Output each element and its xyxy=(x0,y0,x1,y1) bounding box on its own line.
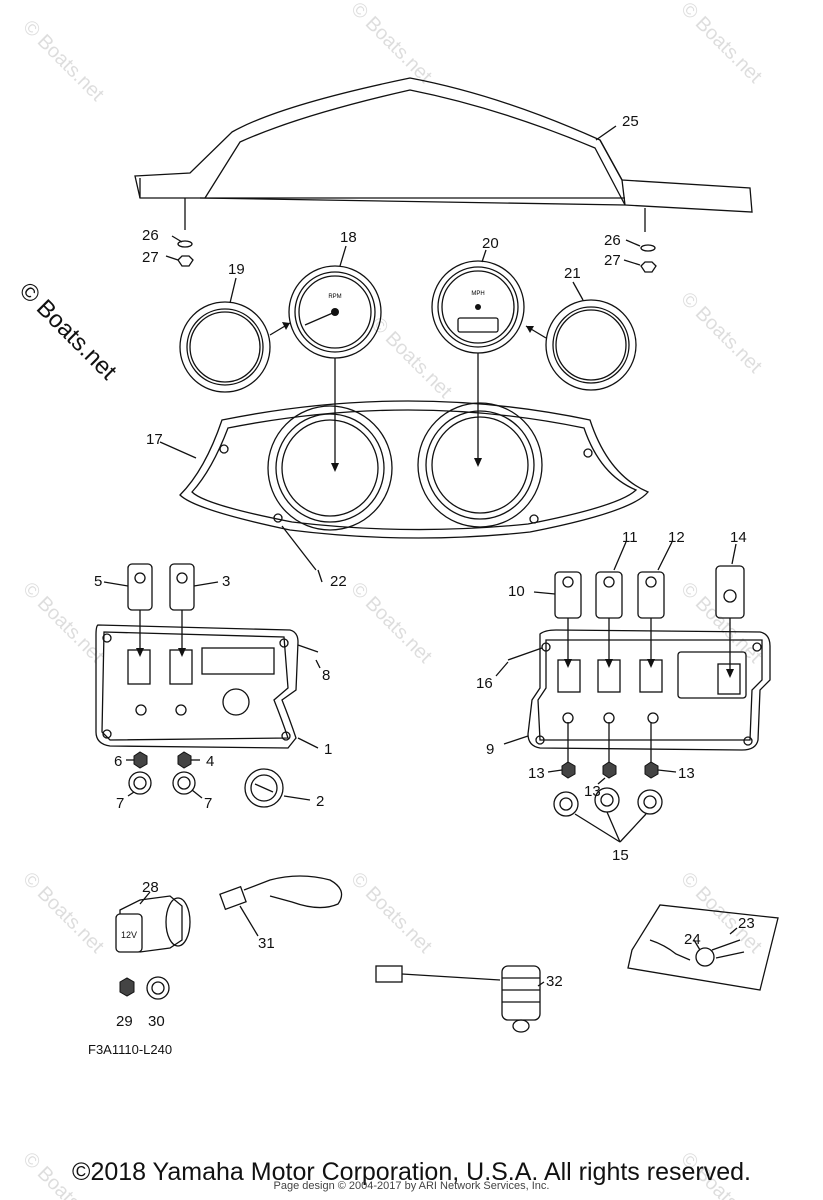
callout-24: 24 xyxy=(684,931,701,948)
watermark-main: © Boats.net xyxy=(14,277,122,385)
callout-8: 8 xyxy=(322,667,330,684)
callout-9: 9 xyxy=(486,741,494,758)
screw-8 xyxy=(297,644,319,653)
washer-nut-left xyxy=(177,240,194,267)
callout-27: 27 xyxy=(142,249,159,266)
callout-26: 26 xyxy=(604,232,621,249)
callout-29: 29 xyxy=(116,1013,133,1030)
callout-12: 12 xyxy=(668,529,685,546)
rocker-switch-12 xyxy=(637,571,665,619)
callout-13: 13 xyxy=(528,765,545,782)
kit-23 xyxy=(627,904,779,991)
screw-22 xyxy=(281,525,317,571)
power-socket-28: 12V xyxy=(115,895,191,953)
speedometer-gauge: MPH xyxy=(431,260,525,354)
part-32 xyxy=(375,965,541,1033)
callout-15: 15 xyxy=(612,847,629,864)
speedo-label: MPH xyxy=(471,291,484,297)
callout-10: 10 xyxy=(508,583,525,600)
tach-label: RPM xyxy=(328,294,341,300)
callout-14: 14 xyxy=(730,529,747,546)
callout-7: 7 xyxy=(116,795,124,812)
washer-nut-right xyxy=(640,244,657,273)
watermark: © Boats.net xyxy=(18,868,108,958)
callout-21: 21 xyxy=(564,265,581,282)
watermark: © Boats.net xyxy=(676,578,766,668)
callout-5: 5 xyxy=(94,573,102,590)
callout-20: 20 xyxy=(482,235,499,252)
watermark: © Boats.net xyxy=(676,288,766,378)
callout-16: 16 xyxy=(476,675,493,692)
nut-29 xyxy=(119,977,135,997)
callout-25: 25 xyxy=(622,113,639,130)
instrument-panel xyxy=(179,400,650,539)
callout-32: 32 xyxy=(546,973,563,990)
callout-1: 1 xyxy=(324,741,332,758)
nut-13-a xyxy=(561,761,576,779)
watermark: © Boats.net xyxy=(346,578,436,668)
callout-4: 4 xyxy=(206,753,214,770)
rocker-switch-10 xyxy=(554,571,582,619)
rocker-switch-5 xyxy=(127,563,153,611)
grommet-7-left xyxy=(128,771,152,795)
rocker-switch-11 xyxy=(595,571,623,619)
page-design-notice: Page design © 2004-2017 by ARI Network S… xyxy=(273,1180,550,1192)
grommet-15-a xyxy=(553,791,579,817)
watermark: © Boats.net xyxy=(18,16,108,106)
callouts: 25 26 27 26 27 19 18 20 21 17 22 5 3 8 1… xyxy=(88,113,755,1057)
callout-18: 18 xyxy=(340,229,357,246)
callout-7: 7 xyxy=(204,795,212,812)
switch-panel-left xyxy=(95,624,299,749)
tachometer-gauge: RPM xyxy=(288,265,382,359)
callout-27: 27 xyxy=(604,252,621,269)
grommet-7-right xyxy=(172,771,196,795)
callout-2: 2 xyxy=(316,793,324,810)
callout-30: 30 xyxy=(148,1013,165,1030)
cap-2 xyxy=(244,768,284,808)
callout-28: 28 xyxy=(142,879,159,896)
grommet-30 xyxy=(146,976,170,1000)
watermark: © Boats.net xyxy=(346,868,436,958)
nut-13-b xyxy=(602,761,617,779)
callout-19: 19 xyxy=(228,261,245,278)
callout-31: 31 xyxy=(258,935,275,952)
callout-22: 22 xyxy=(330,573,347,590)
bezel-ring-left xyxy=(179,301,271,393)
watermark: © Boats.net xyxy=(18,578,108,668)
callout-11: 11 xyxy=(622,529,638,546)
screw-16 xyxy=(507,647,543,661)
callout-6: 6 xyxy=(114,753,122,770)
copyright-notice: ©2018 Yamaha Motor Corporation, U.S.A. A… xyxy=(72,1158,751,1186)
callout-13: 13 xyxy=(584,783,601,800)
switch-panel-right xyxy=(527,629,771,751)
rocker-switch-3 xyxy=(169,563,195,611)
nut-6 xyxy=(133,751,148,769)
callout-26: 26 xyxy=(142,227,159,244)
nut-13-c xyxy=(644,761,659,779)
callout-17: 17 xyxy=(146,431,163,448)
nut-4 xyxy=(177,751,192,769)
harness-31 xyxy=(219,875,343,911)
watermark: © Boats.net xyxy=(346,0,436,88)
grommet-15-c xyxy=(637,789,663,815)
bezel-ring-right xyxy=(545,299,637,391)
callout-13: 13 xyxy=(678,765,695,782)
callout-3: 3 xyxy=(222,573,230,590)
watermark: © Boats.net xyxy=(676,0,766,88)
leader-lines xyxy=(103,125,738,987)
svg-text:12V: 12V xyxy=(121,930,137,940)
figure-code: F3A1110-L240 xyxy=(88,1042,172,1057)
dash-cover xyxy=(134,77,753,232)
callout-23: 23 xyxy=(738,915,755,932)
